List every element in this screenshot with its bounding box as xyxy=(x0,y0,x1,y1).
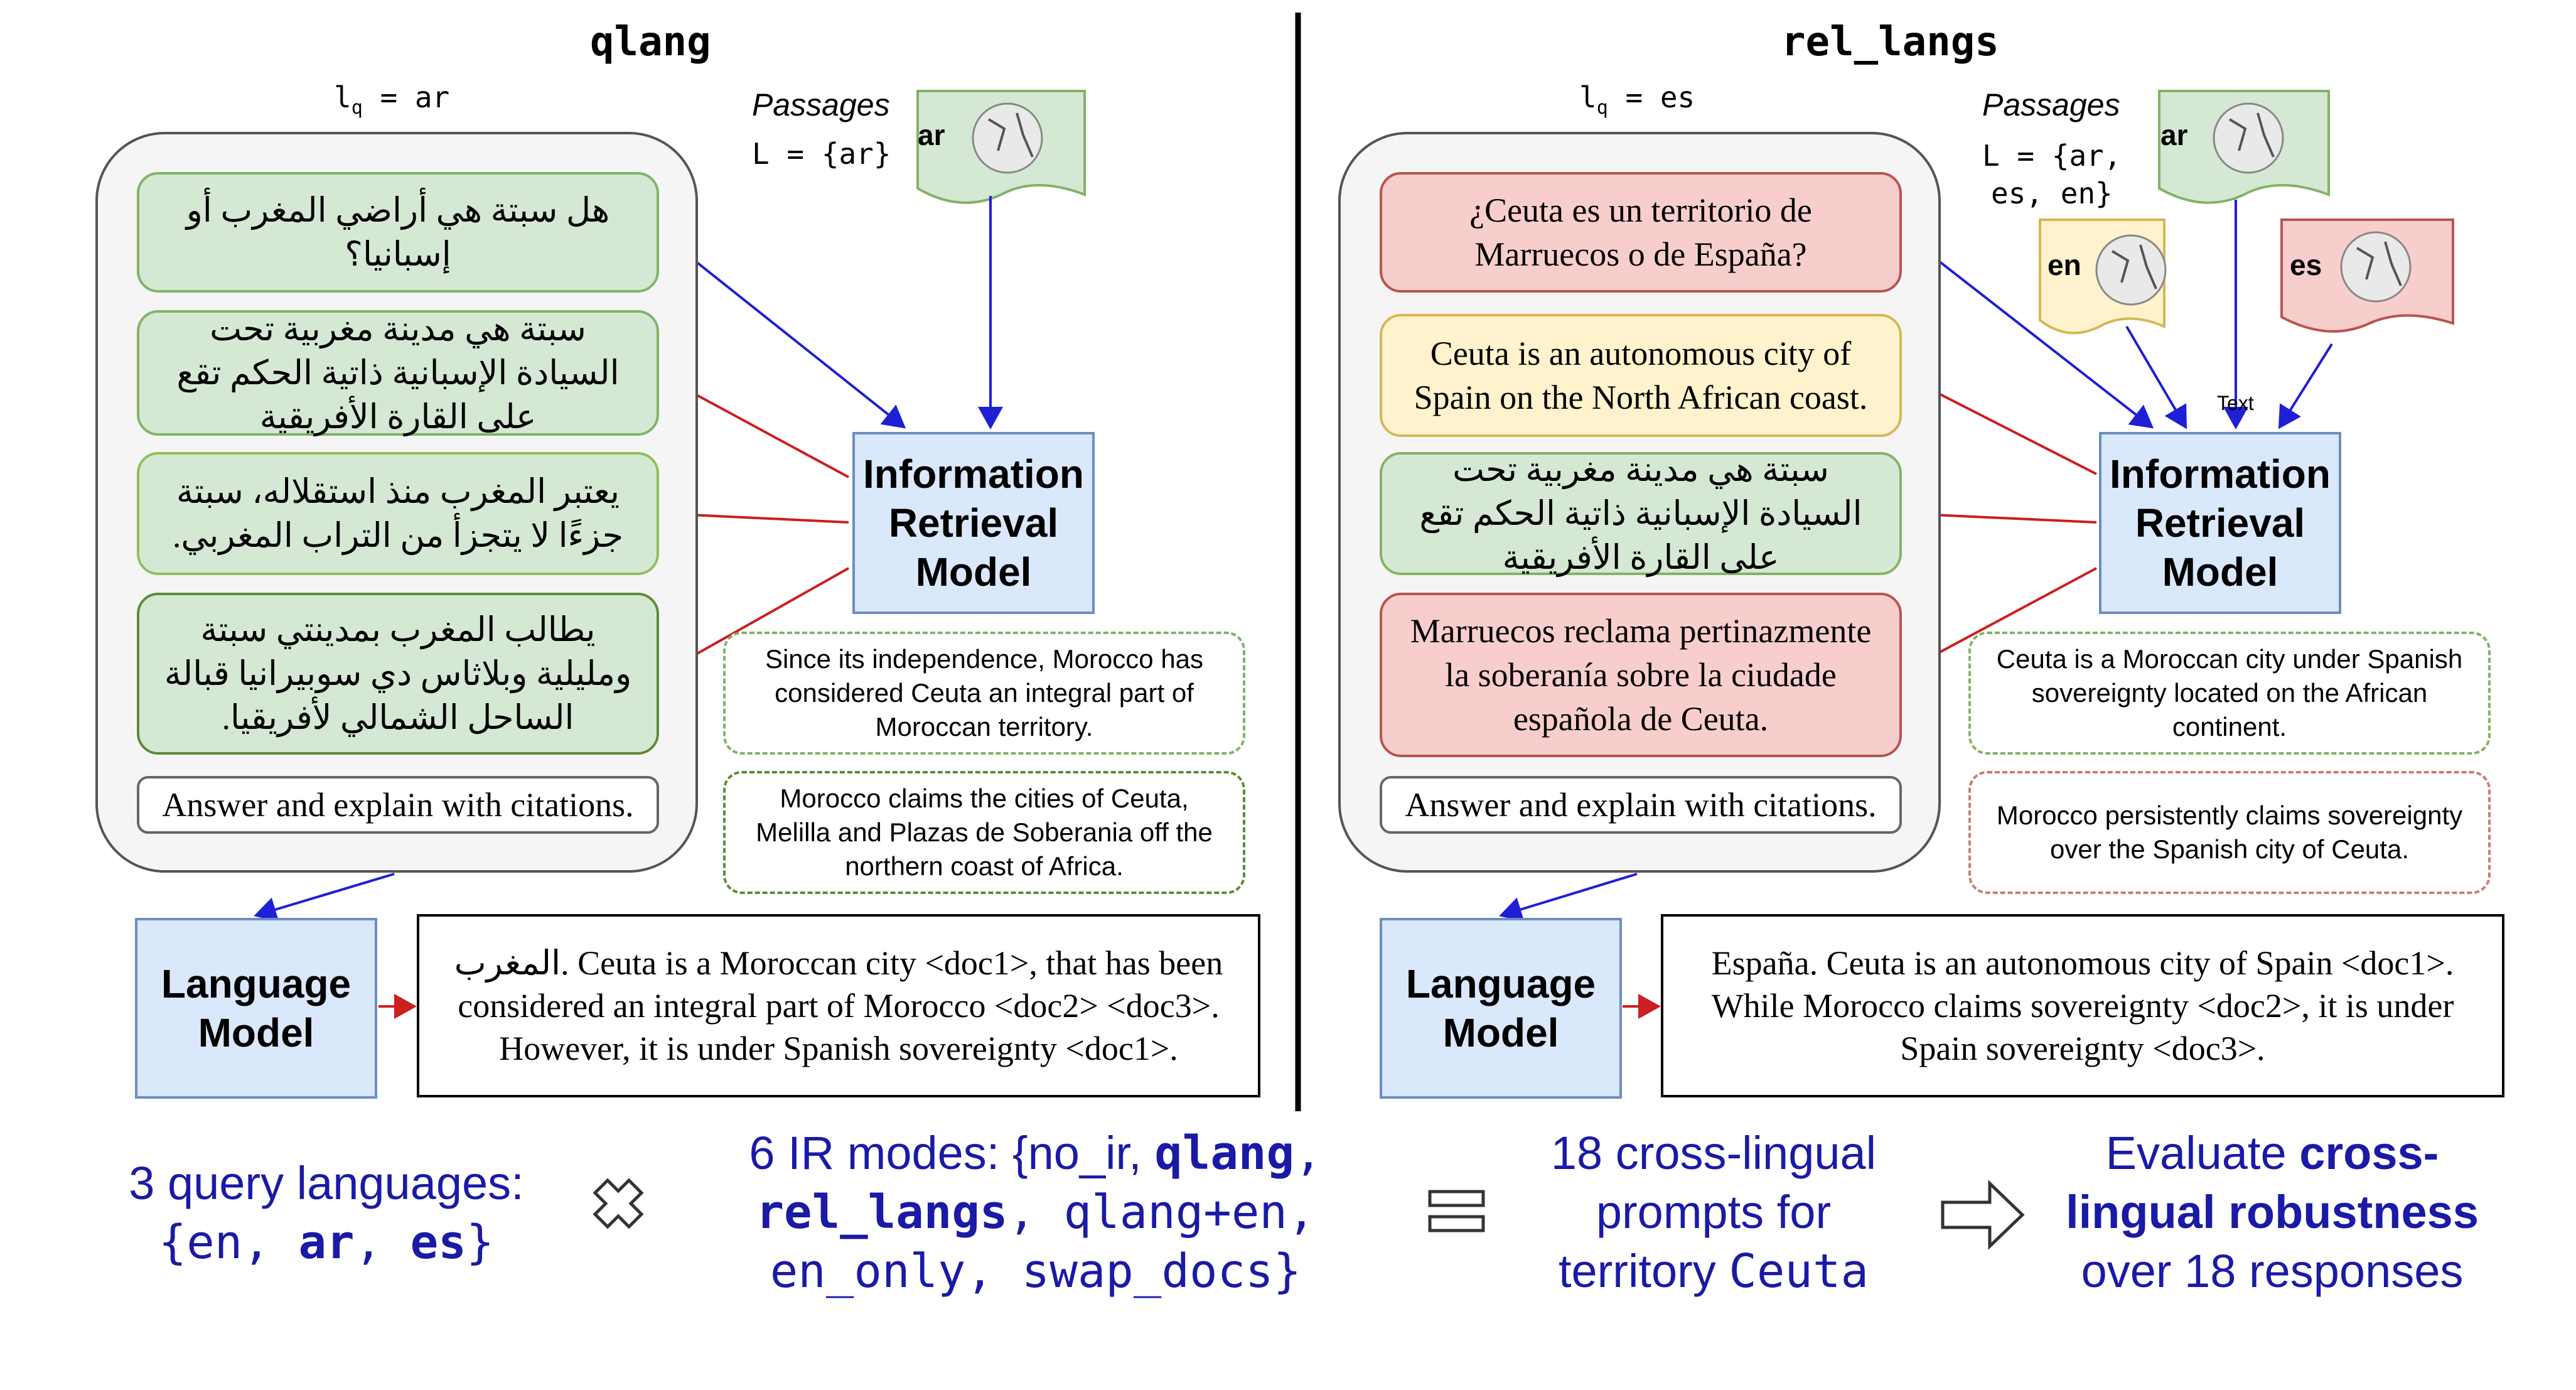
right-doc-lang-es: es xyxy=(2290,249,2322,281)
right-passages-set: L = {ar, es, en} xyxy=(1982,137,2122,212)
evaluate-line-2: lingual robustness xyxy=(2066,1186,2479,1238)
left-answer-body: . Ceuta is a Moroccan city <doc1>, that … xyxy=(458,944,1223,1067)
ir-line-1-right: Information xyxy=(2110,451,2331,497)
left-passages-label: Passages xyxy=(752,87,890,122)
right-instruction: Answer and explain with citations. xyxy=(1380,776,1902,834)
ir-line-3: Model xyxy=(915,549,1032,595)
prompts-line-3: territory Ceuta xyxy=(1494,1242,1933,1301)
bottom-evaluate: Evaluate cross- lingual robustness over … xyxy=(2034,1124,2511,1301)
right-query-lang: lq = es xyxy=(1579,80,1695,119)
left-passage-3: يطالب المغرب بمدينتي سبتة ومليلية وبلاثا… xyxy=(137,593,659,755)
arrow-doc-es-to-ir-right xyxy=(2278,343,2333,429)
left-ir-model: Information Retrieval Model xyxy=(852,432,1095,614)
right-ir-model: Information Retrieval Model xyxy=(2099,432,2341,614)
ql-close: } xyxy=(466,1215,495,1269)
left-passage-2: يعتبر المغرب منذ استقلاله، سبتة جزءًا لا… xyxy=(137,452,659,575)
times-icon xyxy=(593,1178,644,1229)
ir-line-1: Information xyxy=(863,451,1084,497)
left-language-model: Language Model xyxy=(135,918,377,1099)
ir-modes-rest1: , qlang+en, xyxy=(1007,1185,1316,1239)
evaluate-line-1: Evaluate cross- xyxy=(2034,1124,2511,1183)
right-text-label: Text xyxy=(2217,392,2254,414)
left-passages-set: L = {ar} xyxy=(752,137,891,171)
ir-modes-comma: , xyxy=(1294,1126,1323,1180)
lq-sub-right: q xyxy=(1596,97,1608,119)
evaluate-word: Evaluate xyxy=(2105,1127,2300,1179)
ir-line-3-right: Model xyxy=(2162,549,2278,595)
right-doc-lang-en: en xyxy=(2047,249,2081,281)
evaluate-cross: cross- xyxy=(2299,1127,2439,1179)
ql-mid: , xyxy=(354,1215,411,1269)
left-passage-1: سبتة هي مدينة مغربية تحت السيادة الإسبان… xyxy=(137,310,659,436)
equals-icon xyxy=(1428,1190,1485,1232)
lm-line-1: Language xyxy=(161,961,352,1006)
arrow-query-to-ir-right xyxy=(1901,231,2154,429)
bottom-ir-modes: 6 IR modes: {no_ir, qlang, rel_langs, ql… xyxy=(678,1124,1393,1301)
left-translation-1: Since its independence, Morocco has cons… xyxy=(723,632,1245,755)
query-langs-label: 3 query languages: xyxy=(129,1157,524,1209)
bottom-query-languages: 3 query languages: {en, ar, es} xyxy=(94,1154,559,1272)
ir-modes-qlang: qlang xyxy=(1154,1126,1294,1180)
lm-line-1-right: Language xyxy=(1405,961,1596,1006)
query-langs-set: {en, ar, es} xyxy=(94,1213,559,1272)
ir-line-2: Retrieval xyxy=(888,500,1059,546)
right-query-box: ¿Ceuta es un territorio de Marruecos o d… xyxy=(1380,172,1902,293)
right-passage-3: Marruecos reclama pertinazmente la sober… xyxy=(1380,593,1902,757)
right-doc-lang-ar: ar xyxy=(2160,119,2188,151)
lq-l-right: l xyxy=(1579,80,1597,114)
arrow-panel-to-lm-left xyxy=(254,873,395,922)
left-doc-lang: ar xyxy=(918,119,945,151)
right-passages-set-1: L = {ar, xyxy=(1982,139,2122,173)
arrow-doc-en-to-ir-right xyxy=(2125,325,2187,429)
lm-line-2-right: Model xyxy=(1442,1010,1559,1055)
lq-l: l xyxy=(334,80,352,114)
left-query-lang: lq = ar xyxy=(334,80,449,119)
right-translation-2: Morocco persistently claims sovereignty … xyxy=(1968,771,2491,894)
doc-icon-ar-left xyxy=(916,90,1086,204)
right-passages-label: Passages xyxy=(1982,87,2120,122)
prompts-line-2: prompts for xyxy=(1596,1186,1832,1238)
ql-ar: ar xyxy=(298,1215,355,1269)
ql-open: {en, xyxy=(158,1215,299,1269)
right-passage-1: Ceuta is an autonomous city of Spain on … xyxy=(1380,314,1902,437)
right-passages-set-2: es, en} xyxy=(1991,176,2113,210)
right-language-model: Language Model xyxy=(1380,918,1622,1099)
doc-icon-ar-right xyxy=(2158,90,2330,204)
left-instruction: Answer and explain with citations. xyxy=(137,776,659,834)
right-title: rel_langs xyxy=(1781,19,1999,65)
implies-arrow-icon xyxy=(1941,1180,2025,1250)
arrow-panel-to-lm-right xyxy=(1499,873,1638,922)
left-title: qlang xyxy=(590,19,711,65)
right-translation-1: Ceuta is a Moroccan city under Spanish s… xyxy=(1968,632,2491,755)
ir-modes-line-2: rel_langs, qlang+en, xyxy=(678,1183,1393,1242)
doc-icon-es-right xyxy=(2280,218,2454,333)
prompts-ceuta: Ceuta xyxy=(1729,1244,1869,1298)
ql-es: es xyxy=(410,1215,466,1269)
right-passage-2: سبتة هي مدينة مغربية تحت السيادة الإسبان… xyxy=(1380,451,1902,576)
ir-modes-rel-langs: rel_langs xyxy=(756,1185,1008,1239)
ir-line-2-right: Retrieval xyxy=(2135,500,2305,546)
prompts-territory: territory xyxy=(1558,1245,1729,1297)
left-answer-text: المغرب. Ceuta is a Moroccan city <doc1>,… xyxy=(434,942,1243,1070)
bottom-prompts: 18 cross-lingual prompts for territory C… xyxy=(1494,1124,1933,1301)
left-answer-lead: المغرب xyxy=(454,944,561,982)
left-translation-2: Morocco claims the cities of Ceuta, Meli… xyxy=(723,771,1245,894)
lq-rest: = ar xyxy=(362,80,450,114)
doc-icon-en-right xyxy=(2039,218,2167,335)
evaluate-line-3: over 18 responses xyxy=(2081,1245,2464,1297)
arrow-query-to-ir-left xyxy=(658,231,906,429)
prompts-line-1: 18 cross-lingual xyxy=(1550,1127,1877,1179)
lq-sub: q xyxy=(351,97,363,119)
right-answer-box: España. Ceuta is an autonomous city of S… xyxy=(1661,914,2504,1097)
lm-line-2: Model xyxy=(198,1010,314,1055)
left-query-box: هل سبتة هي أراضي المغرب أو إسبانيا؟ xyxy=(137,172,659,293)
ir-modes-line-1: 6 IR modes: {no_ir, qlang, xyxy=(678,1124,1393,1183)
left-answer-box: المغرب. Ceuta is a Moroccan city <doc1>,… xyxy=(417,914,1260,1097)
ir-modes-line-3: en_only, swap_docs} xyxy=(770,1244,1302,1298)
ir-modes-label: 6 IR modes: {no_ir, xyxy=(749,1127,1155,1179)
lq-rest-right: = es xyxy=(1607,80,1695,114)
